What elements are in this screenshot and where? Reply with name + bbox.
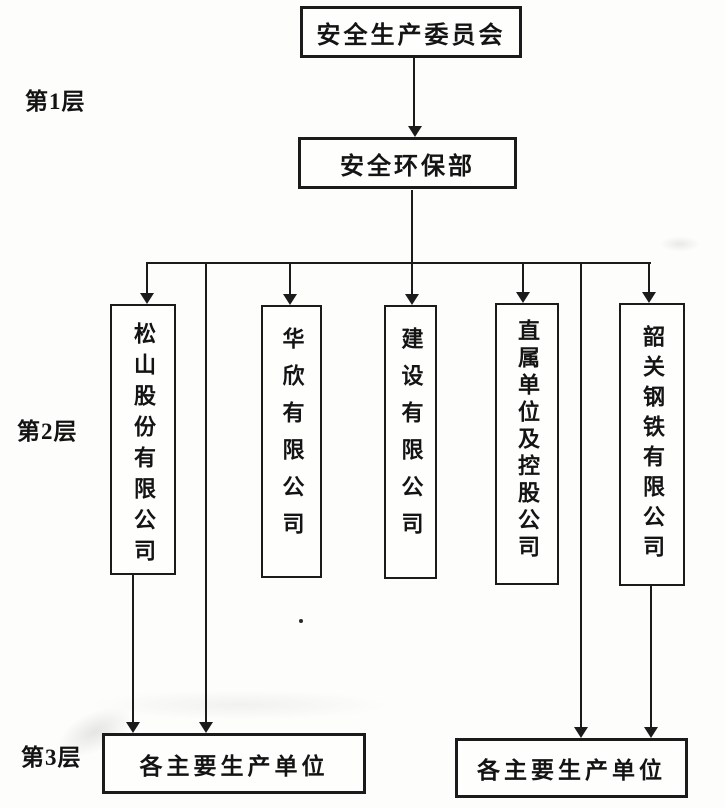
layer-1-label: 第1层 xyxy=(25,89,86,114)
node-shaoguan-steel-company: 韶关钢铁有限公司 xyxy=(619,303,685,586)
layer-3-label: 第3层 xyxy=(21,745,82,770)
connector-drop-company-2 xyxy=(289,262,291,296)
node-affiliated-holding-company: 直属单位及控股公司 xyxy=(495,303,559,585)
scan-smudge xyxy=(660,236,700,252)
node-production-units-left: 各主要生产单位 xyxy=(102,733,366,794)
connector-drop-company-1 xyxy=(146,262,148,295)
arrowhead-icon xyxy=(126,722,140,733)
node-label: 松山股份有限公司 xyxy=(131,322,156,570)
node-label: 韶关钢铁有限公司 xyxy=(640,325,665,565)
connector-dept-trunk xyxy=(411,190,413,296)
node-label: 安全环保部 xyxy=(340,153,475,180)
arrowhead-icon xyxy=(405,294,419,305)
node-label: 各主要生产单位 xyxy=(477,758,666,783)
node-label: 建设有限公司 xyxy=(398,327,424,549)
connector-drop-company-4 xyxy=(522,262,524,294)
connector-horizontal-bus xyxy=(146,262,651,264)
arrowhead-icon xyxy=(408,126,422,137)
arrowhead-icon xyxy=(516,292,530,303)
arrowhead-icon xyxy=(283,294,297,305)
node-huaxin-company: 华欣有限公司 xyxy=(261,305,322,578)
arrowhead-icon xyxy=(644,727,658,738)
scan-smudge xyxy=(90,690,390,720)
arrowhead-icon xyxy=(574,727,588,738)
node-label: 各主要生产单位 xyxy=(139,753,329,779)
node-label: 安全生产委员会 xyxy=(316,22,506,49)
connector-company5-to-production xyxy=(650,585,652,728)
node-production-units-right: 各主要生产单位 xyxy=(455,738,688,798)
node-safety-env-dept: 安全环保部 xyxy=(298,137,517,189)
arrowhead-icon xyxy=(642,292,656,303)
arrowhead-icon xyxy=(199,722,213,733)
node-construction-company: 建设有限公司 xyxy=(384,305,437,579)
connector-drop-company-5 xyxy=(648,262,650,294)
connector-bus-to-left-production xyxy=(205,262,207,723)
scan-dot-artifact xyxy=(299,619,303,623)
layer-2-label: 第2层 xyxy=(17,419,78,444)
node-label: 华欣有限公司 xyxy=(279,327,305,549)
node-label: 直属单位及控股公司 xyxy=(515,319,540,562)
connector-committee-dept xyxy=(413,58,415,128)
node-songshan-company: 松山股份有限公司 xyxy=(110,304,176,575)
arrowhead-icon xyxy=(140,293,154,304)
connector-company1-to-production xyxy=(132,575,134,723)
node-safety-committee: 安全生产委员会 xyxy=(300,6,522,58)
connector-bus-to-right-production xyxy=(580,262,582,728)
